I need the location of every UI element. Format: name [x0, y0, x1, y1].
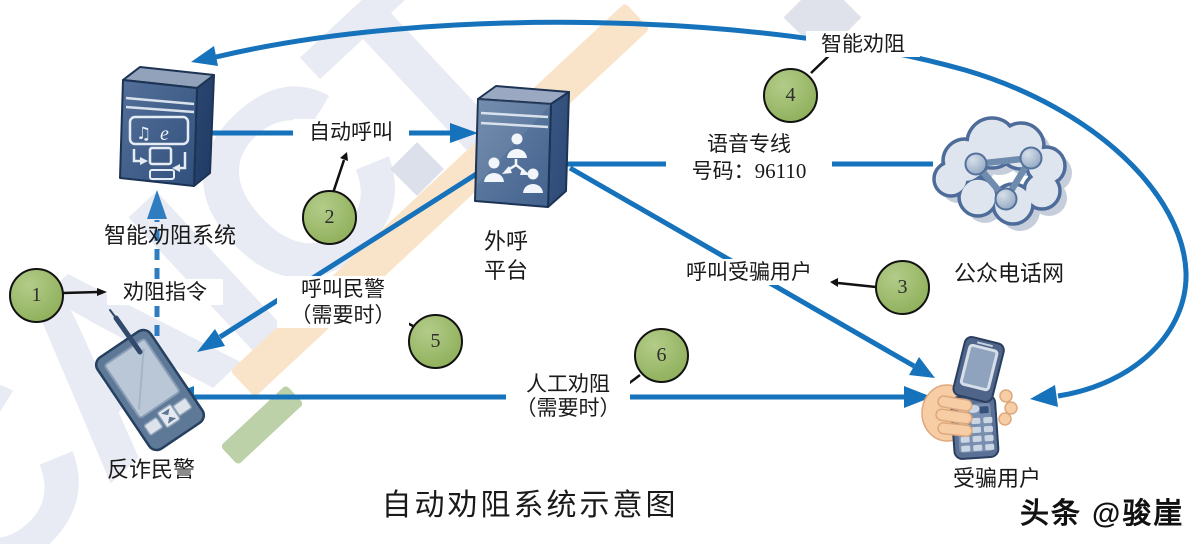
- pstn-node-label: 公众电话网: [953, 261, 1064, 286]
- step-badge-1: 1: [9, 268, 64, 323]
- call-police-edge-label: 呼叫民警 （需要时）: [277, 276, 409, 328]
- smart-dissuasion-curve-arrow: [191, 19, 1189, 407]
- hand-fingers-glyph: [935, 389, 1018, 437]
- outbound-platform-server-icon: [474, 85, 570, 208]
- author-credit: 头条 @骏崖: [1020, 498, 1185, 530]
- step-badge-4: 4: [763, 68, 818, 123]
- system-node-label: 智能劝阻系统: [103, 223, 236, 248]
- dissuasion-command-edge-label: 劝阻指令: [107, 279, 223, 305]
- diagram-title: 自动劝阻系统示意图: [381, 489, 679, 522]
- e-glyph: e: [160, 123, 169, 145]
- victim-node-label: 受骗用户: [952, 466, 1041, 491]
- victim-phone-icon: [921, 336, 1018, 460]
- pstn-cloud-icon: [932, 116, 1072, 231]
- music-note-glyph: ♫: [136, 124, 151, 144]
- platform-node-label: 外呼 平台: [483, 229, 528, 283]
- step-badge-2: 2: [302, 190, 357, 245]
- connection-lines: [147, 19, 1189, 408]
- call-police-arrow: [197, 170, 480, 352]
- call-victim-edge-label: 呼叫受骗用户: [674, 259, 824, 285]
- dissuasion-command-arrow: [147, 190, 167, 336]
- people-network-glyph: [484, 133, 543, 193]
- smart-dissuasion-edge-label: 智能劝阻: [806, 31, 920, 57]
- stylus-glyph: [113, 315, 143, 355]
- police-node-label: 反诈民警: [106, 457, 195, 482]
- dissuasion-system-server-icon: ♫ e: [119, 66, 215, 187]
- voice-line-edge-label: 语音专线 号码：96110: [666, 131, 832, 185]
- police-pda-icon: [94, 309, 206, 452]
- auto-call-edge-label: 自动呼叫: [293, 119, 409, 145]
- step-badge-3: 3: [875, 260, 930, 315]
- step-badge-5: 5: [408, 314, 463, 369]
- step-badge-6: 6: [634, 328, 689, 383]
- manual-dissuasion-edge-label: 人工劝阻 （需要时）: [506, 372, 630, 420]
